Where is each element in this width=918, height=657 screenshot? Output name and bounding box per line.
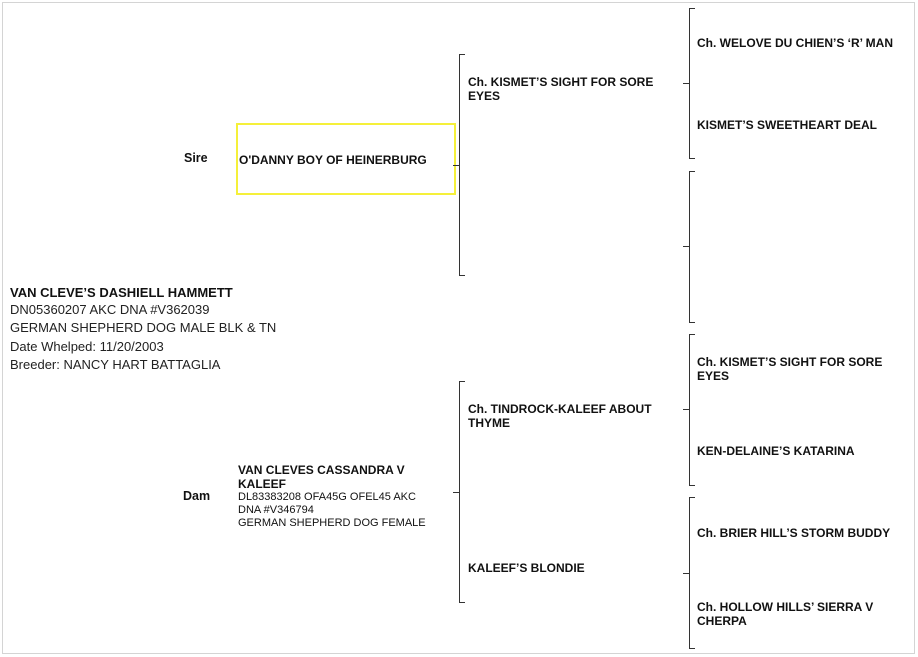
dam-sire-line1: Ch. TINDROCK-KALEEF ABOUT	[468, 402, 652, 416]
dam-name-line2: KALEEF	[238, 477, 286, 491]
gg-dd-dam-line1: Ch. HOLLOW HILLS’ SIERRA V	[697, 600, 874, 614]
sire-connector	[453, 165, 460, 166]
gg-ss-sire[interactable]: Ch. WELOVE DU CHIEN’S ‘R’ MAN	[697, 36, 894, 50]
grandsire-line2: EYES	[468, 89, 501, 103]
subject-description: GERMAN SHEPHERD DOG MALE BLK & TN	[10, 319, 277, 335]
ds-bracket	[689, 334, 695, 486]
grandsire-sire-side[interactable]: Ch. KISMET’S SIGHT FOR SORE EYES	[468, 75, 653, 103]
subject-name: VAN CLEVE’S DASHIELL HAMMETT	[10, 285, 233, 300]
sd-bracket	[689, 171, 695, 323]
sd-connector	[683, 246, 690, 247]
dam-entry[interactable]: VAN CLEVES CASSANDRA V KALEEF DL83383208…	[238, 463, 426, 530]
dam-sire-line2: THYME	[468, 416, 510, 430]
gg-dd-dam-line2: CHERPA	[697, 614, 747, 628]
granddam-dam-side[interactable]: KALEEF’S BLONDIE	[468, 561, 585, 575]
gg-ds-dam[interactable]: KEN-DELAINE’S KATARINA	[697, 444, 855, 458]
gg-ds-sire[interactable]: Ch. KISMET’S SIGHT FOR SORE EYES	[697, 355, 882, 383]
sire-label: Sire	[184, 151, 208, 165]
gg-ds-sire-line1: Ch. KISMET’S SIGHT FOR SORE	[697, 355, 883, 369]
subject-date-whelped: Date Whelped: 11/20/2003	[10, 339, 164, 354]
subject-breeder: Breeder: NANCY HART BATTAGLIA	[10, 356, 221, 372]
dam-name-line1: VAN CLEVES CASSANDRA V	[238, 463, 405, 477]
ss-connector	[683, 83, 690, 84]
sire-name[interactable]: O'DANNY BOY OF HEINERBURG	[239, 153, 427, 167]
grandsire-line1: Ch. KISMET’S SIGHT FOR SORE	[468, 75, 654, 89]
dd-connector	[683, 573, 690, 574]
dam-info-line3: GERMAN SHEPHERD DOG FEMALE	[238, 517, 426, 529]
subject-registration: DN05360207 AKC DNA #V362039	[10, 302, 210, 317]
gg-dd-dam[interactable]: Ch. HOLLOW HILLS’ SIERRA V CHERPA	[697, 600, 873, 628]
dam-info-line1: DL83383208 OFA45G OFEL45 AKC	[238, 491, 416, 503]
dam-connector	[453, 492, 460, 493]
grandsire-dam-side[interactable]: Ch. TINDROCK-KALEEF ABOUT THYME	[468, 402, 652, 430]
dam-info-line2: DNA #V346794	[238, 504, 314, 516]
subject-info: VAN CLEVE’S DASHIELL HAMMETT DN05360207 …	[10, 284, 276, 373]
gg-ss-dam[interactable]: KISMET’S SWEETHEART DEAL	[697, 118, 878, 132]
gg-dd-sire[interactable]: Ch. BRIER HILL’S STORM BUDDY	[697, 526, 891, 540]
dam-label: Dam	[183, 489, 211, 503]
sire-selection-box[interactable]	[236, 123, 456, 195]
ds-connector	[683, 409, 690, 410]
gg-ds-sire-line2: EYES	[697, 369, 730, 383]
